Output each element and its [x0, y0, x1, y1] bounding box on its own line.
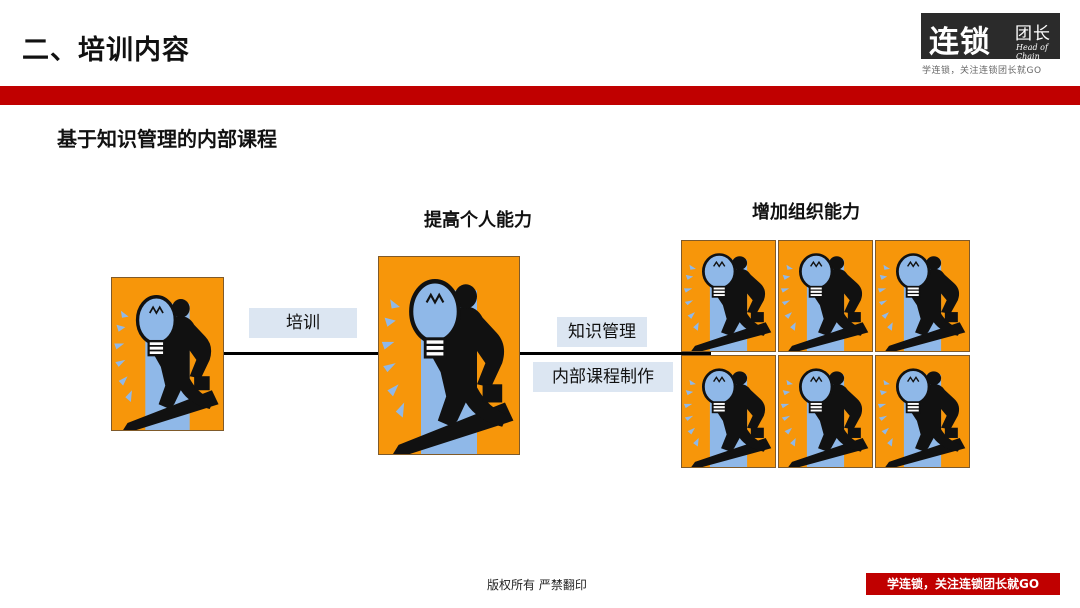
logo-tuanzhang-text: 团长 [1015, 19, 1051, 44]
connector-line-1 [224, 352, 380, 355]
logo-main-text: 连锁 [929, 17, 991, 61]
lightbulb-man-icon [681, 355, 776, 468]
lightbulb-man-icon [778, 240, 873, 352]
logo-english-text: Head of Chain [1016, 43, 1060, 61]
label-training: 培训 [249, 308, 357, 338]
lightbulb-man-icon [778, 355, 873, 468]
lightbulb-man-icon [875, 240, 970, 352]
lightbulb-man-icon [378, 256, 520, 455]
page-title: 二、培训内容 [22, 28, 190, 67]
lightbulb-man-icon [875, 355, 970, 468]
lightbulb-man-icon [681, 240, 776, 352]
heading-org-ability: 增加组织能力 [752, 198, 860, 224]
label-knowledge-management: 知识管理 [557, 317, 647, 347]
brand-logo: 连锁 团长 Head of Chain [921, 13, 1060, 59]
heading-personal-ability: 提高个人能力 [424, 206, 532, 232]
label-internal-course: 内部课程制作 [533, 362, 673, 392]
logo-slogan: 学连锁，关注连锁团长就GO [922, 63, 1042, 76]
footer-copyright: 版权所有 严禁翻印 [487, 576, 587, 593]
header-red-bar [0, 86, 1080, 105]
footer-slogan-bar: 学连锁，关注连锁团长就GO [866, 573, 1060, 595]
section-subtitle: 基于知识管理的内部课程 [57, 123, 277, 152]
lightbulb-man-icon [111, 277, 224, 431]
